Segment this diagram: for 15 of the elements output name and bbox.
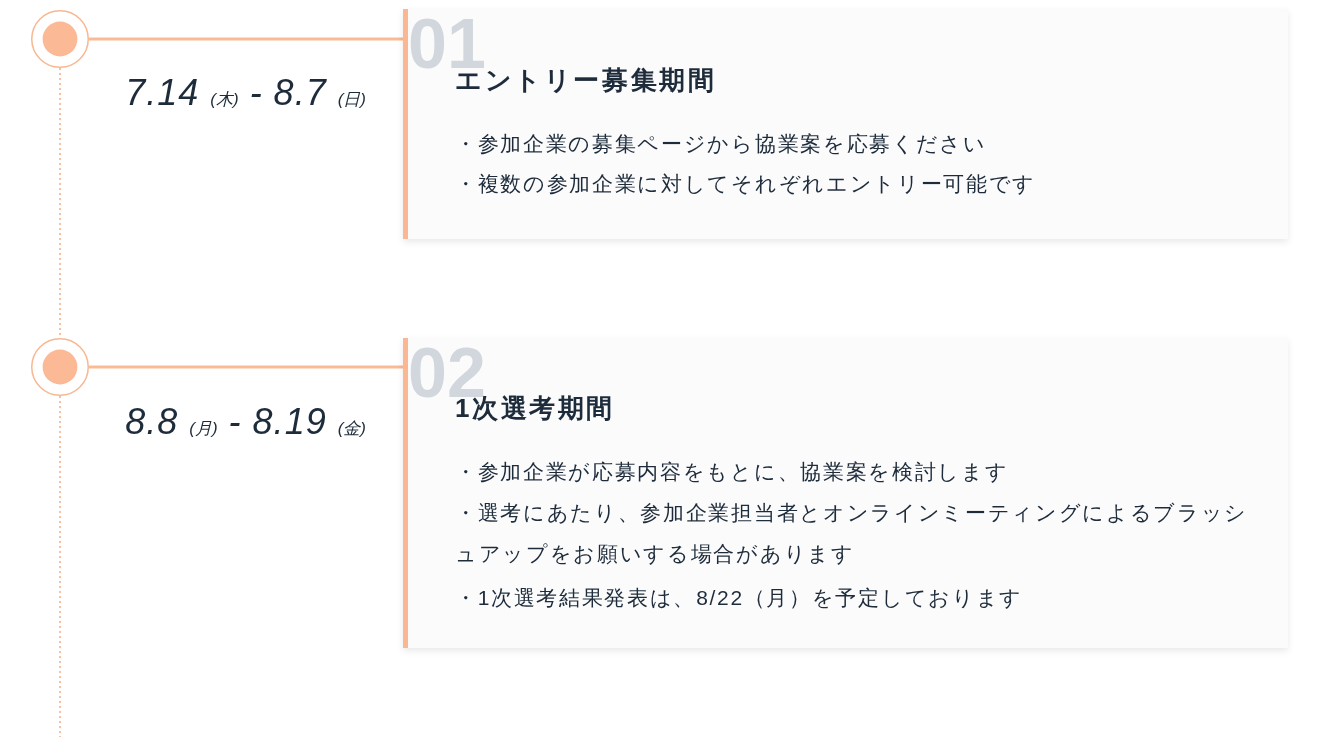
bullet-text: ・参加企業の募集ページから協業案を応募ください bbox=[455, 131, 988, 157]
bullet-text: ・複数の参加企業に対してそれぞれエントリー可能です bbox=[455, 171, 1037, 197]
bullet-text: ・参加企業が応募内容をもとに、協業案を検討します bbox=[455, 459, 1010, 485]
step-heading: エントリー募集期間 bbox=[455, 65, 717, 97]
circle-marker bbox=[31, 10, 89, 68]
bullet-text: ・選考にあたり、参加企業担当者とオンラインミーティングによるブラッシュアップをお願いする場合があります bbox=[455, 500, 1250, 567]
circle-marker bbox=[31, 338, 89, 396]
step-card bbox=[403, 338, 1288, 648]
step-card bbox=[403, 9, 1288, 239]
connector-line bbox=[89, 365, 403, 369]
date-range: 7.14 (木) - 8.7 (日) bbox=[125, 71, 366, 115]
bullet-text: ・1次選考結果発表は、8/22（月）を予定しております bbox=[455, 585, 1024, 611]
date-range: 8.8 (月) - 8.19 (金) bbox=[125, 400, 366, 444]
dotted-line bbox=[59, 395, 61, 737]
connector-line bbox=[89, 37, 403, 41]
